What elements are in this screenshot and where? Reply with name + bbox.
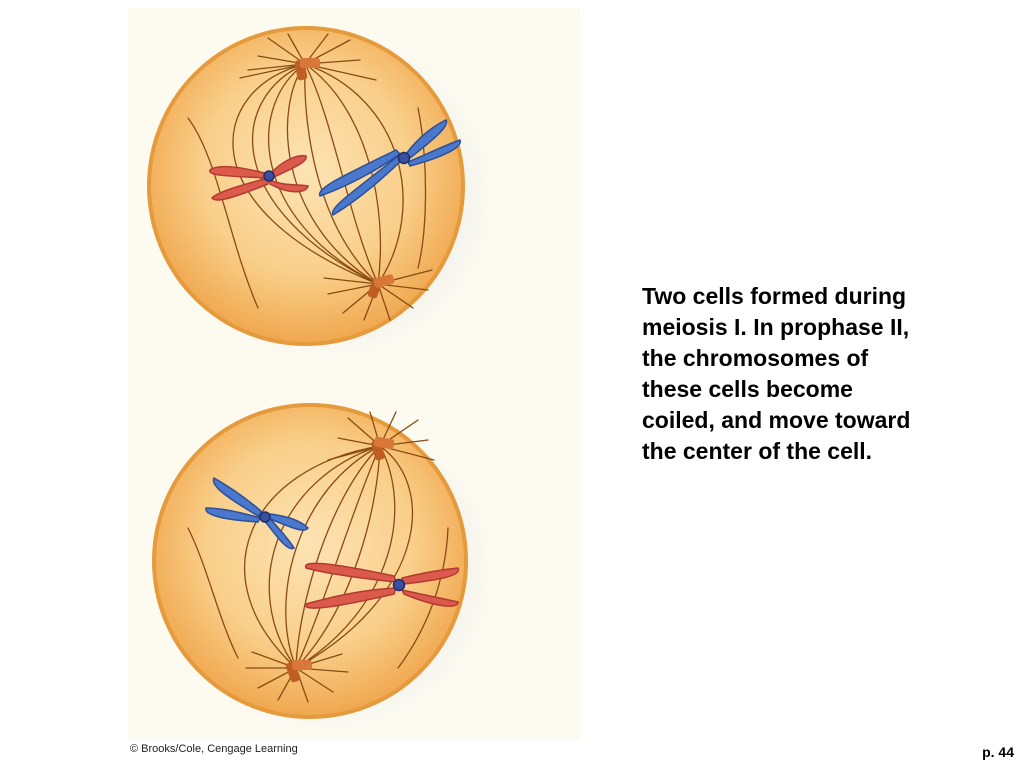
cell-membrane <box>152 403 468 719</box>
figure-panel <box>128 8 580 740</box>
upper-cell <box>147 26 496 362</box>
meiosis-illustration <box>147 26 496 733</box>
red-chromosome <box>209 154 309 201</box>
centriole-top <box>294 58 320 81</box>
page-number: p. 44 <box>982 744 1014 760</box>
blue-chromosome <box>318 119 461 217</box>
centriole-bottom <box>285 660 312 683</box>
lower-cell <box>152 403 496 733</box>
centriole-top <box>371 436 395 461</box>
red-chromosome <box>304 562 460 609</box>
copyright-credit: © Brooks/Cole, Cengage Learning <box>130 743 298 755</box>
figure-caption: Two cells formed during meiosis I. In pr… <box>642 283 911 464</box>
blue-chromosome <box>205 476 309 550</box>
centriole-bottom <box>367 274 395 299</box>
